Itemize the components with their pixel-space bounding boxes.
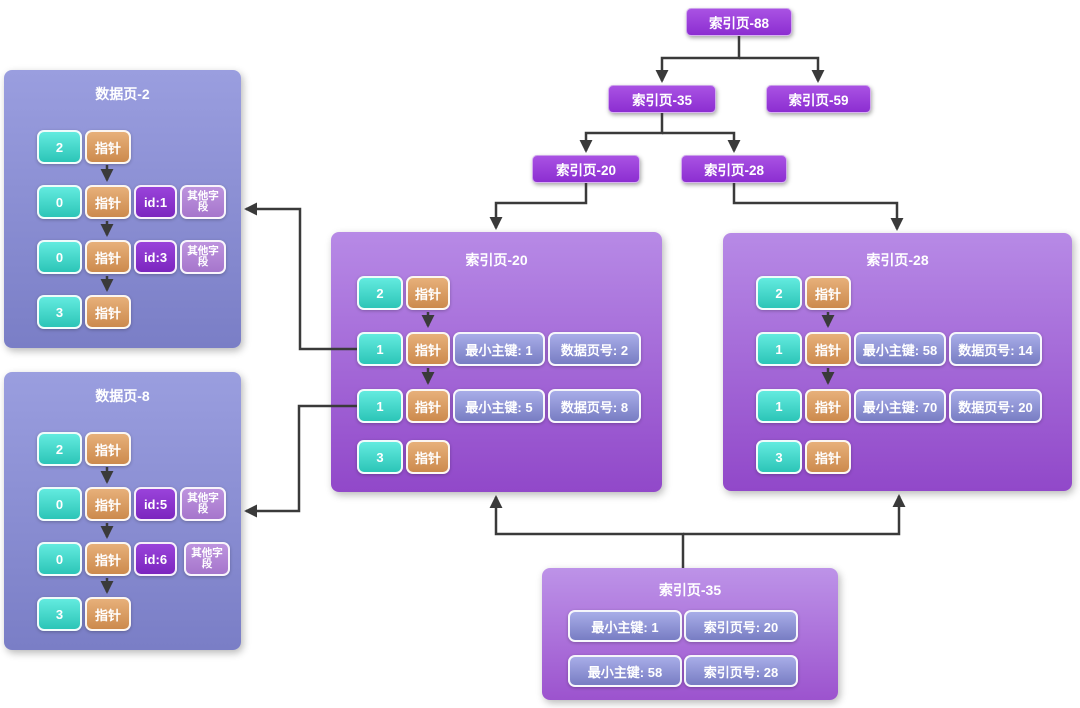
other-fields-pill: 其他字段 — [180, 185, 226, 219]
tree-node-index-page-20: 索引页-20 — [532, 155, 640, 183]
index-page-35-detail-box: 索引页-35 最小主键: 1 索引页号: 20 最小主键: 58 索引页号: 2… — [542, 568, 838, 700]
box-title: 数据页-8 — [95, 388, 150, 404]
slot-count-pill: 3 — [357, 440, 403, 474]
box-title: 索引页-28 — [866, 252, 929, 268]
data-page-8-box: 数据页-8 2 指针 0 指针 id:5 其他字段 0 指针 id:6 其他字段… — [4, 372, 241, 650]
pointer-pill: 指针 — [805, 389, 851, 423]
tree-node-index-page-28: 索引页-28 — [681, 155, 787, 183]
tree-node-index-page-35: 索引页-35 — [608, 85, 716, 113]
min-key-pill: 最小主键: 1 — [568, 610, 682, 642]
slot-count-pill: 2 — [756, 276, 802, 310]
slot-count-pill: 0 — [37, 185, 82, 219]
box-title: 索引页-20 — [465, 252, 528, 268]
slot-count-pill: 3 — [37, 295, 82, 329]
page-no-pill: 索引页号: 28 — [684, 655, 798, 687]
index-page-20-detail-box: 索引页-20 2 指针 1 指针 最小主键: 1 数据页号: 2 1 指针 最小… — [331, 232, 662, 492]
pointer-pill: 指针 — [406, 389, 450, 423]
slot-count-pill: 0 — [37, 240, 82, 274]
pointer-pill: 指针 — [85, 185, 131, 219]
slot-count-pill: 3 — [756, 440, 802, 474]
slot-count-pill: 0 — [37, 487, 82, 521]
slot-count-pill: 2 — [37, 432, 82, 466]
min-key-pill: 最小主键: 5 — [453, 389, 545, 423]
slot-count-pill: 1 — [756, 332, 802, 366]
pointer-pill: 指针 — [85, 542, 131, 576]
other-fields-pill: 其他字段 — [180, 487, 226, 521]
page-no-pill: 数据页号: 20 — [949, 389, 1042, 423]
page-no-pill: 数据页号: 8 — [548, 389, 641, 423]
pointer-pill: 指针 — [85, 295, 131, 329]
pointer-pill: 指针 — [85, 240, 131, 274]
min-key-pill: 最小主键: 58 — [568, 655, 682, 687]
tree-node-index-page-88: 索引页-88 — [686, 8, 792, 36]
slot-count-pill: 1 — [357, 332, 403, 366]
pointer-pill: 指针 — [85, 487, 131, 521]
page-no-pill: 索引页号: 20 — [684, 610, 798, 642]
pointer-pill: 指针 — [406, 276, 450, 310]
pointer-pill: 指针 — [805, 276, 851, 310]
slot-count-pill: 1 — [357, 389, 403, 423]
slot-count-pill: 0 — [37, 542, 82, 576]
data-page-2-box: 数据页-2 2 指针 0 指针 id:1 其他字段 0 指针 id:3 其他字段… — [4, 70, 241, 348]
min-key-pill: 最小主键: 70 — [854, 389, 946, 423]
index-page-28-detail-box: 索引页-28 2 指针 1 指针 最小主键: 58 数据页号: 14 1 指针 … — [723, 233, 1072, 491]
other-fields-pill: 其他字段 — [180, 240, 226, 274]
min-key-pill: 最小主键: 1 — [453, 332, 545, 366]
other-fields-pill: 其他字段 — [184, 542, 230, 576]
pointer-pill: 指针 — [805, 440, 851, 474]
slot-count-pill: 2 — [357, 276, 403, 310]
pointer-pill: 指针 — [406, 332, 450, 366]
slot-count-pill: 2 — [37, 130, 82, 164]
record-id-pill: id:6 — [134, 542, 177, 576]
box-title: 数据页-2 — [95, 86, 150, 102]
record-id-pill: id:3 — [134, 240, 177, 274]
pointer-pill: 指针 — [85, 432, 131, 466]
pointer-pill: 指针 — [805, 332, 851, 366]
pointer-pill: 指针 — [85, 597, 131, 631]
record-id-pill: id:5 — [134, 487, 177, 521]
slot-count-pill: 1 — [756, 389, 802, 423]
record-id-pill: id:1 — [134, 185, 177, 219]
page-no-pill: 数据页号: 2 — [548, 332, 641, 366]
pointer-pill: 指针 — [406, 440, 450, 474]
pointer-pill: 指针 — [85, 130, 131, 164]
min-key-pill: 最小主键: 58 — [854, 332, 946, 366]
box-title: 索引页-35 — [658, 582, 722, 598]
tree-node-index-page-59: 索引页-59 — [766, 85, 871, 113]
page-no-pill: 数据页号: 14 — [949, 332, 1042, 366]
slot-count-pill: 3 — [37, 597, 82, 631]
